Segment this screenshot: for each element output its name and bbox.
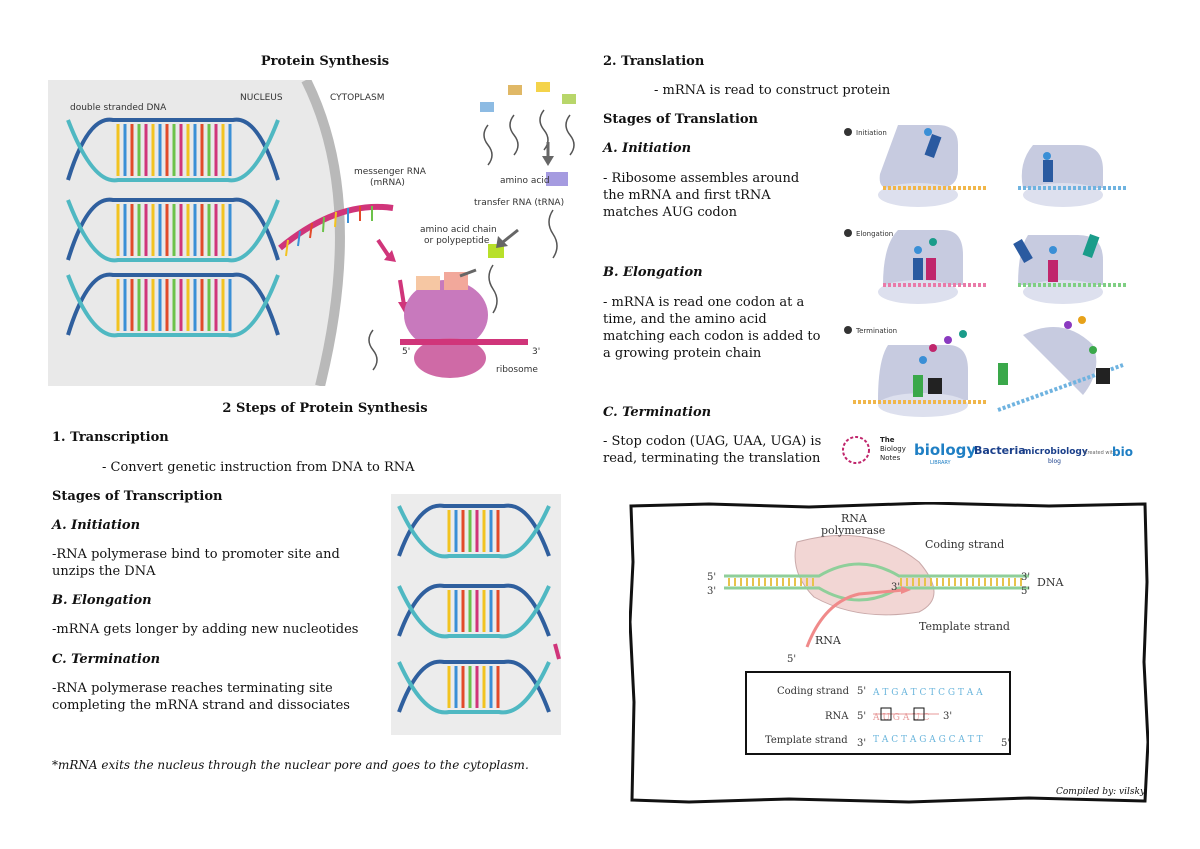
label-amino-acid-chain: amino acid chain xyxy=(420,225,497,235)
table-label-rna: RNA xyxy=(825,711,849,722)
label-rna-polymerase-1: RNA xyxy=(841,512,868,525)
label-elongation: Elongation xyxy=(856,230,893,238)
label-messenger-rna: messenger RNA xyxy=(354,167,427,177)
label-3prime-rna: 3' xyxy=(891,582,900,593)
label-5prime: 5' xyxy=(402,347,410,357)
footnote: *mRNA exits the nucleus through the nucl… xyxy=(52,758,529,772)
label-transfer-rna: transfer RNA (tRNA) xyxy=(474,198,564,208)
rna-polymerase-diagram: RNA polymerase Coding strand Template st… xyxy=(629,502,1149,804)
transcription-initiation-text: -RNA polymerase bind to promoter site an… xyxy=(52,547,340,579)
translation-elongation-heading: B. Elongation xyxy=(603,265,703,280)
transcription-description: - Convert genetic instruction from DNA t… xyxy=(102,460,415,475)
label-polypeptide: or polypeptide xyxy=(424,236,490,246)
label-3prime-bottom-left: 3' xyxy=(707,586,716,597)
label-3prime: 3' xyxy=(532,347,540,357)
transcription-termination-text: -RNA polymerase reaches terminating site… xyxy=(52,681,350,713)
label-5prime-top-left: 5' xyxy=(707,572,716,583)
label-3prime-top-right: 3' xyxy=(1021,572,1030,583)
transcription-heading: 1. Transcription xyxy=(52,430,169,445)
transcription-elongation-heading: B. Elongation xyxy=(52,593,152,608)
translation-stages-figure: Initiation Elongation Termination xyxy=(838,120,1136,476)
table-5prime-rna: 5' xyxy=(857,711,866,722)
coding-sequence: A T G A T C T C G T A A xyxy=(872,688,983,698)
label-template-strand: Template strand xyxy=(919,620,1010,633)
translation-stages-heading: Stages of Translation xyxy=(603,112,759,127)
page-title: Protein Synthesis xyxy=(260,54,390,69)
translation-description: - mRNA is read to construct protein xyxy=(654,83,891,98)
translation-termination-text: - Stop codon (UAG, UAA, UGA) is read, te… xyxy=(603,434,822,466)
label-amino-acid: amino acid xyxy=(500,176,550,186)
label-initiation: Initiation xyxy=(856,129,887,137)
translation-elongation-text: - mRNA is read one codon at a time, and … xyxy=(603,295,821,361)
credit: Compiled by: vilsky xyxy=(1056,787,1146,797)
logo-created-with: Created with xyxy=(1084,450,1116,456)
table-label-coding: Coding strand xyxy=(777,686,850,697)
table-label-template: Template strand xyxy=(765,735,848,746)
logo-tbn-line1: The xyxy=(880,436,895,444)
transcription-stages-figure xyxy=(391,494,561,735)
label-cytoplasm: CYTOPLASM xyxy=(330,93,385,103)
label-5prime-rna: 5' xyxy=(787,654,796,665)
protein-synthesis-overview-figure: double stranded DNA NUCLEUS CYTOPLASM me… xyxy=(48,80,578,386)
translation-termination-heading: C. Termination xyxy=(603,405,712,420)
logo-tbn-line2: Biology xyxy=(880,445,906,453)
transcription-elongation-text: -mRNA gets longer by adding new nucleoti… xyxy=(52,622,359,637)
table-3prime-template: 3' xyxy=(857,738,866,749)
rna-sequence: A U G A U C xyxy=(872,713,930,723)
logo-biology: biology xyxy=(914,441,976,459)
logo-tbn-line3: Notes xyxy=(880,454,901,462)
label-mrna: (mRNA) xyxy=(370,178,405,188)
section-subtitle: 2 Steps of Protein Synthesis xyxy=(222,401,428,416)
label-rna: RNA xyxy=(815,634,842,647)
label-termination: Termination xyxy=(855,327,897,335)
transcription-termination-heading: C. Termination xyxy=(52,652,161,667)
label-5prime-bottom-right: 5' xyxy=(1021,586,1030,597)
logo-microbiology: microbiology xyxy=(1022,447,1088,457)
label-nucleus: NUCLEUS xyxy=(240,93,283,103)
label-coding-strand: Coding strand xyxy=(925,538,1004,551)
logo-microbiology-sub: blog xyxy=(1048,458,1061,465)
template-sequence: T A C T A G A G C A T T xyxy=(873,735,983,745)
translation-heading: 2. Translation xyxy=(603,54,705,69)
label-rna-polymerase-2: polymerase xyxy=(821,524,885,537)
logo-biology-sub: LIBRARY xyxy=(930,460,952,466)
table-3prime-rna: 3' xyxy=(943,711,952,722)
logo-biorender: bio xyxy=(1112,445,1133,459)
table-5prime-coding: 5' xyxy=(857,686,866,697)
table-5prime-template: 5' xyxy=(1001,738,1010,749)
transcription-initiation-heading: A. Initiation xyxy=(52,518,141,533)
transcription-stages-heading: Stages of Transcription xyxy=(52,489,223,504)
logo-bacteria: Bacteria xyxy=(974,444,1026,457)
translation-initiation-heading: A. Initiation xyxy=(603,141,692,156)
label-double-stranded-dna: double stranded DNA xyxy=(70,103,167,113)
label-dna: DNA xyxy=(1037,576,1064,589)
label-ribosome: ribosome xyxy=(496,365,538,375)
translation-initiation-text: - Ribosome assembles around the mRNA and… xyxy=(603,171,800,220)
